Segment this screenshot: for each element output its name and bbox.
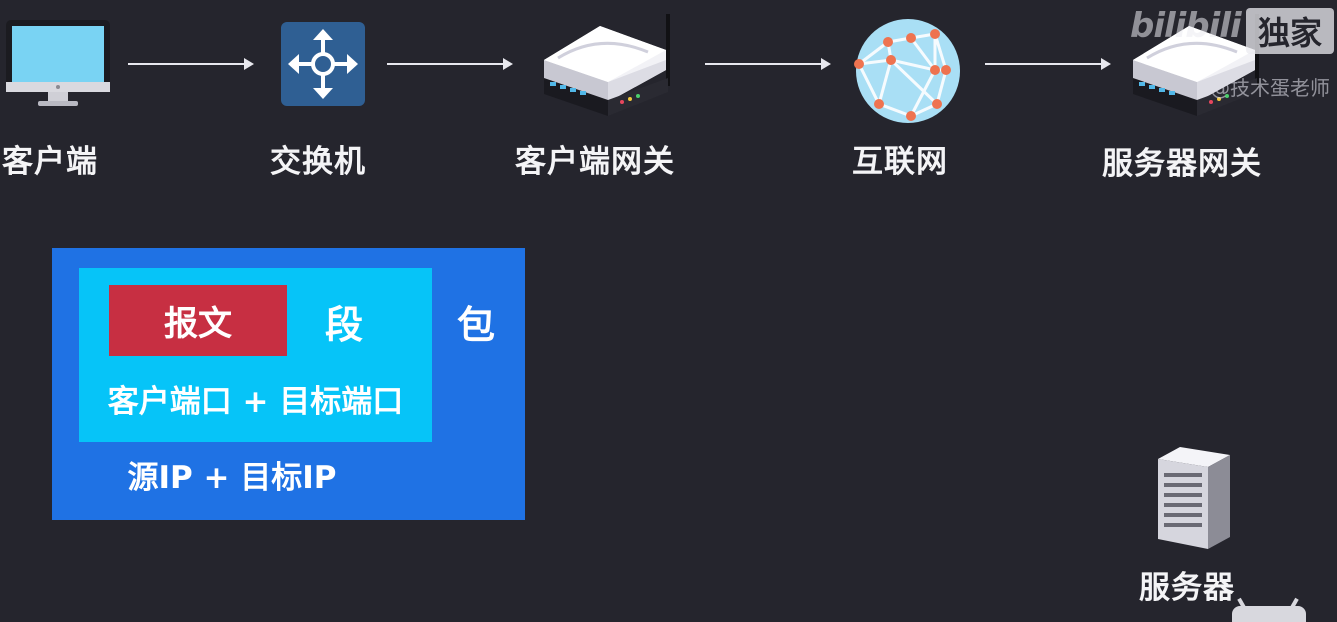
switch-icon	[281, 22, 365, 106]
tv-icon	[1232, 597, 1306, 622]
exclusive-badge: 独家	[1246, 8, 1334, 54]
globe-icon	[854, 19, 960, 123]
router-icon	[1133, 14, 1259, 116]
ip-label: 源IP + 目标IP	[127, 460, 337, 496]
client-gateway-label: 客户端网关	[515, 144, 675, 180]
packet-label: 包	[457, 303, 496, 347]
ports-label: 客户端口 + 目标端口	[107, 384, 404, 420]
arrow-1	[128, 58, 254, 70]
author-watermark: @技术蛋老师	[1210, 76, 1330, 100]
segment-label: 段	[325, 303, 364, 347]
arrow-4	[985, 58, 1111, 70]
monitor-icon	[6, 20, 110, 106]
message-box: 报文	[109, 285, 287, 356]
packet-box: 报文 段 客户端口 + 目标端口 包 源IP + 目标IP	[52, 248, 525, 520]
arrow-2	[387, 58, 513, 70]
server-label: 服务器	[1139, 570, 1235, 606]
segment-box: 报文 段 客户端口 + 目标端口	[79, 268, 432, 442]
internet-label: 互联网	[852, 144, 948, 180]
client-label: 客户端	[2, 144, 98, 180]
router-icon	[544, 14, 670, 116]
server-tower-icon	[1158, 447, 1230, 549]
switch-label: 交换机	[270, 144, 366, 180]
bilibili-logo: bilibili	[1130, 6, 1242, 46]
server-gateway-label: 服务器网关	[1102, 146, 1262, 182]
arrow-3	[705, 58, 831, 70]
